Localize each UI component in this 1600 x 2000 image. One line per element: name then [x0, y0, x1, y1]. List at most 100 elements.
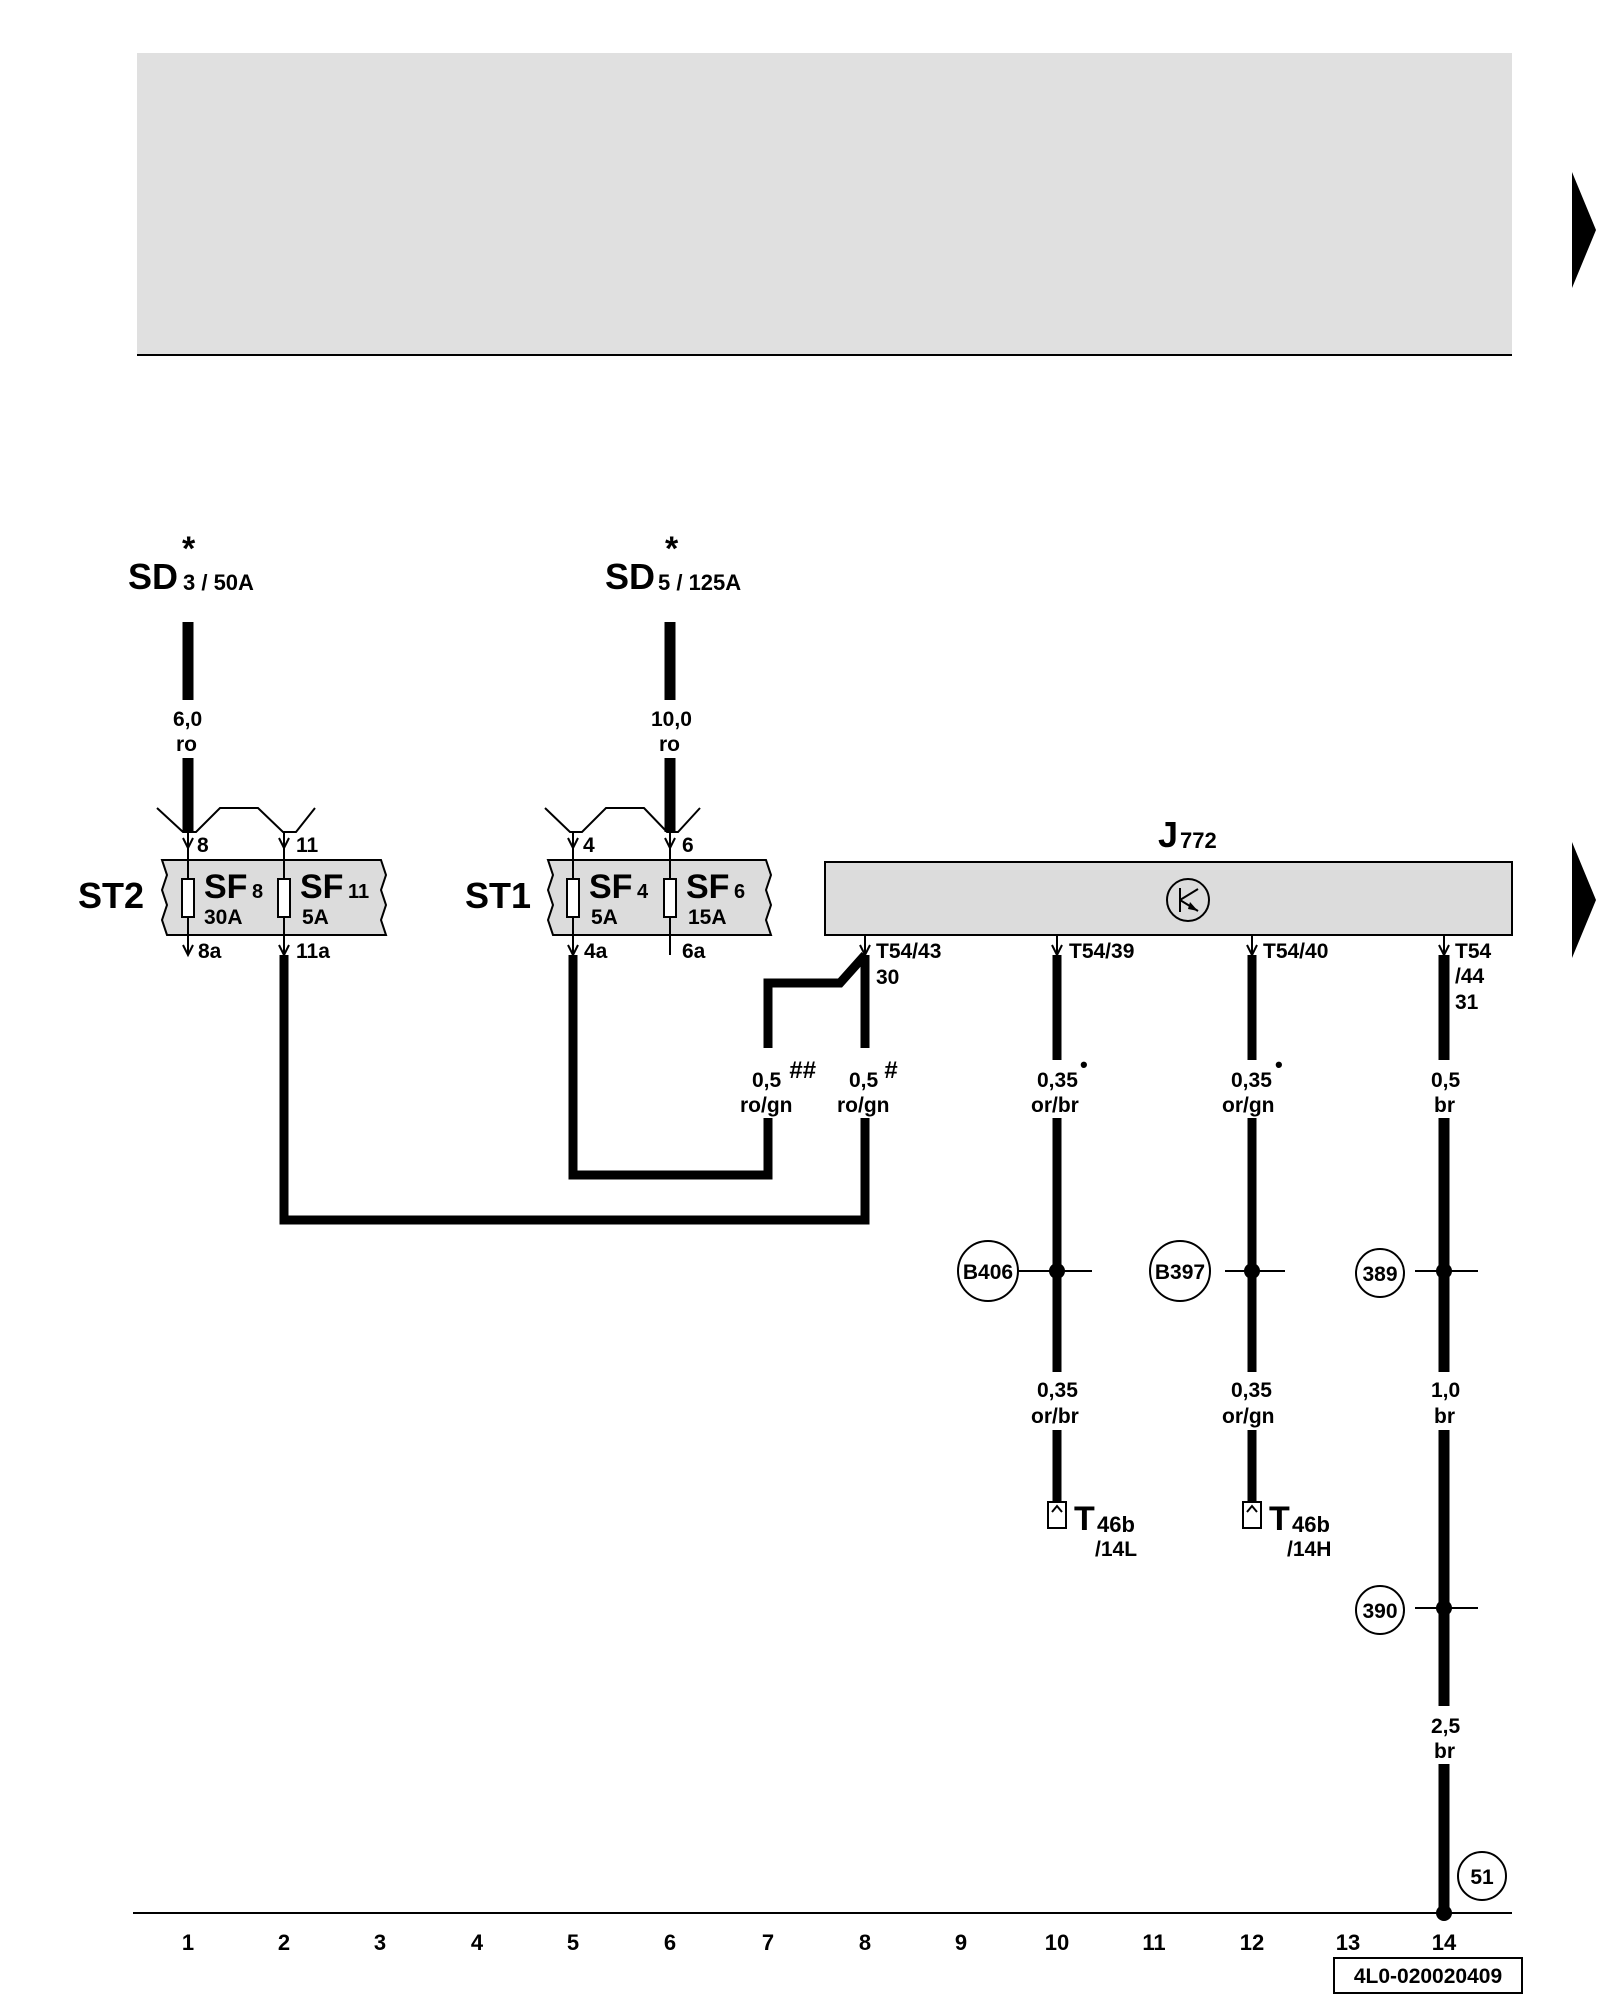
wire-389-size: 1,0	[1431, 1379, 1460, 1402]
fuse-sf4-num: 4	[637, 881, 649, 903]
splice-389-label: 389	[1362, 1263, 1397, 1286]
connector-t54-43: T54/43	[876, 940, 941, 963]
source-sd3-sub: 3 / 50A	[183, 570, 254, 595]
source-sd5-star: *	[665, 530, 679, 568]
terminal-t46b-14h-sub: 46b	[1292, 1512, 1330, 1537]
grid-number: 3	[374, 1930, 386, 1955]
wire-t54-40-mark: •	[1275, 1052, 1283, 1077]
fuse-sf11-rating: 5A	[302, 906, 329, 929]
wire-sf4-size: 0,5	[752, 1069, 782, 1092]
fuse-sf4-rating: 5A	[591, 906, 618, 929]
grid-number: 6	[664, 1930, 676, 1955]
ground-51-label: 51	[1470, 1866, 1494, 1889]
pin-st2-11: 11	[296, 834, 319, 857]
splice-b406-label: B406	[963, 1261, 1013, 1284]
fuse-sf6-name: SF	[686, 868, 729, 906]
grid-number: 10	[1045, 1930, 1069, 1955]
connector-t54-44-pin: /44	[1455, 965, 1485, 988]
fuse-sf8-num: 8	[252, 881, 263, 903]
wire-390-size: 2,5	[1431, 1715, 1461, 1738]
wire-390-color: br	[1434, 1740, 1455, 1763]
wire-sf11-size: 0,5	[849, 1069, 879, 1092]
source-sd3-label: SD	[128, 556, 178, 597]
wire-sf11-mark: #	[884, 1057, 898, 1084]
connector-t54-44-terminal: 31	[1455, 991, 1479, 1014]
fuse-holder-st1	[544, 807, 773, 958]
wire-sd3-size: 6,0	[173, 708, 202, 731]
connector-t54-39: T54/39	[1069, 940, 1134, 963]
grid-number: 2	[278, 1930, 290, 1955]
source-sd5-label: SD	[605, 556, 655, 597]
transistor-icon	[1166, 878, 1210, 922]
fuse-holder-st1-label: ST1	[465, 875, 531, 916]
wire-sf11-color: ro/gn	[837, 1094, 890, 1117]
terminal-t46b-14l-pin: /14L	[1095, 1538, 1137, 1561]
wire-b406-size: 0,35	[1037, 1379, 1078, 1402]
grid-number: 4	[471, 1930, 484, 1955]
grid-number: 7	[762, 1930, 774, 1955]
fuse-sf4-name: SF	[589, 868, 632, 906]
connector-t54-40: T54/40	[1263, 940, 1328, 963]
grid-number: 13	[1336, 1930, 1360, 1955]
wire-t54-39-size: 0,35	[1037, 1069, 1078, 1092]
pin-st2-8a: 8a	[198, 940, 222, 963]
pin-st1-4: 4	[583, 834, 595, 857]
grid-numbers: 1 2 3 4 5 6 7 8 9 10 11 12 13 14	[182, 1930, 1457, 1955]
terminal-t46b-14h-pin: /14H	[1287, 1538, 1331, 1561]
splice-b397-label: B397	[1155, 1261, 1205, 1284]
terminal-t46b-14h-name: T	[1269, 1500, 1290, 1538]
next-page-arrow-middle[interactable]	[1572, 842, 1596, 958]
pin-st1-6a: 6a	[682, 940, 706, 963]
connector-t54-44: T54	[1455, 940, 1492, 963]
fuse-sf11-name: SF	[300, 868, 343, 906]
next-page-arrow-top[interactable]	[1572, 172, 1596, 288]
wire-sf4-color: ro/gn	[740, 1094, 793, 1117]
doc-id-box	[1333, 1957, 1523, 1994]
splice-389	[1355, 1248, 1405, 1298]
wire-t54-44-color: br	[1434, 1094, 1455, 1117]
grid-number: 1	[182, 1930, 194, 1955]
wire-b397-color: or/gn	[1222, 1405, 1275, 1428]
fuse-holder-st2	[156, 807, 388, 958]
terminal-t46b-14l-icon	[1047, 1501, 1067, 1529]
wire-b397-size: 0,35	[1231, 1379, 1272, 1402]
pin-st1-4a: 4a	[584, 940, 608, 963]
control-unit-name: J	[1158, 814, 1178, 855]
doc-id: 4L0-020020409	[1354, 1965, 1502, 1988]
splice-390	[1355, 1585, 1405, 1635]
grid-number: 5	[567, 1930, 579, 1955]
wire-sd3-color: ro	[176, 733, 197, 756]
wire-t54-44-size: 0,5	[1431, 1069, 1461, 1092]
control-unit-num: 772	[1180, 828, 1217, 853]
wire-t54-39-mark: •	[1080, 1052, 1088, 1077]
source-sd5-sub: 5 / 125A	[658, 570, 741, 595]
grid-number: 9	[955, 1930, 967, 1955]
wire-sd5-color: ro	[659, 733, 680, 756]
splice-390-label: 390	[1362, 1600, 1397, 1623]
control-unit-box	[824, 861, 1513, 936]
fuse-holder-st2-label: ST2	[78, 875, 144, 916]
fuse-sf6-rating: 15A	[688, 906, 727, 929]
pin-st2-8: 8	[197, 834, 209, 857]
wire-b406-color: or/br	[1031, 1405, 1079, 1428]
grid-number: 14	[1432, 1930, 1457, 1955]
connector-t54-43-terminal: 30	[876, 966, 899, 989]
source-sd3-star: *	[182, 530, 196, 568]
splice-b397	[1149, 1240, 1211, 1302]
pin-st1-6: 6	[682, 834, 694, 857]
pin-st2-11a: 11a	[296, 940, 330, 963]
wire-sf4-mark: ##	[789, 1057, 816, 1084]
splice-b406	[957, 1240, 1019, 1302]
wire-389-color: br	[1434, 1405, 1455, 1428]
fuse-sf11-num: 11	[348, 881, 369, 903]
wire-t54-40-size: 0,35	[1231, 1069, 1272, 1092]
wire-sd5-size: 10,0	[651, 708, 692, 731]
header-band	[137, 53, 1512, 355]
grid-number: 12	[1240, 1930, 1264, 1955]
terminal-t46b-14l-name: T	[1074, 1500, 1095, 1538]
fuse-sf8-name: SF	[204, 868, 247, 906]
ground-51	[1457, 1851, 1507, 1901]
terminal-t46b-14h-icon	[1242, 1501, 1262, 1529]
grid-number: 8	[859, 1930, 871, 1955]
